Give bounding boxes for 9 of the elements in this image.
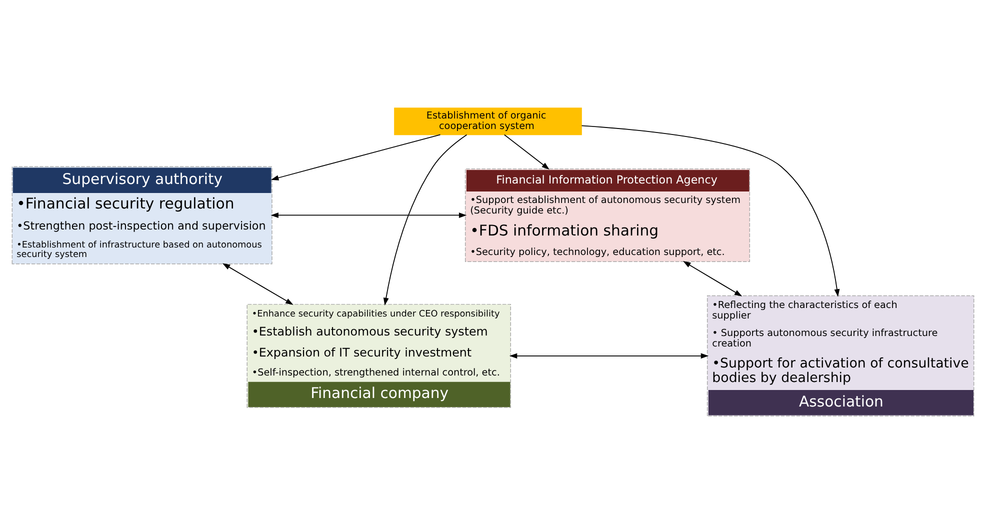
arrow bbox=[222, 262, 294, 304]
arrow bbox=[383, 134, 468, 306]
arrow bbox=[683, 260, 742, 296]
arrow bbox=[504, 134, 550, 170]
node-box: Establishment of organic cooperation system bbox=[394, 107, 582, 135]
arrow bbox=[270, 134, 441, 180]
arrow bbox=[509, 352, 709, 358]
arrow bbox=[581, 124, 840, 296]
arrow bbox=[270, 212, 467, 218]
